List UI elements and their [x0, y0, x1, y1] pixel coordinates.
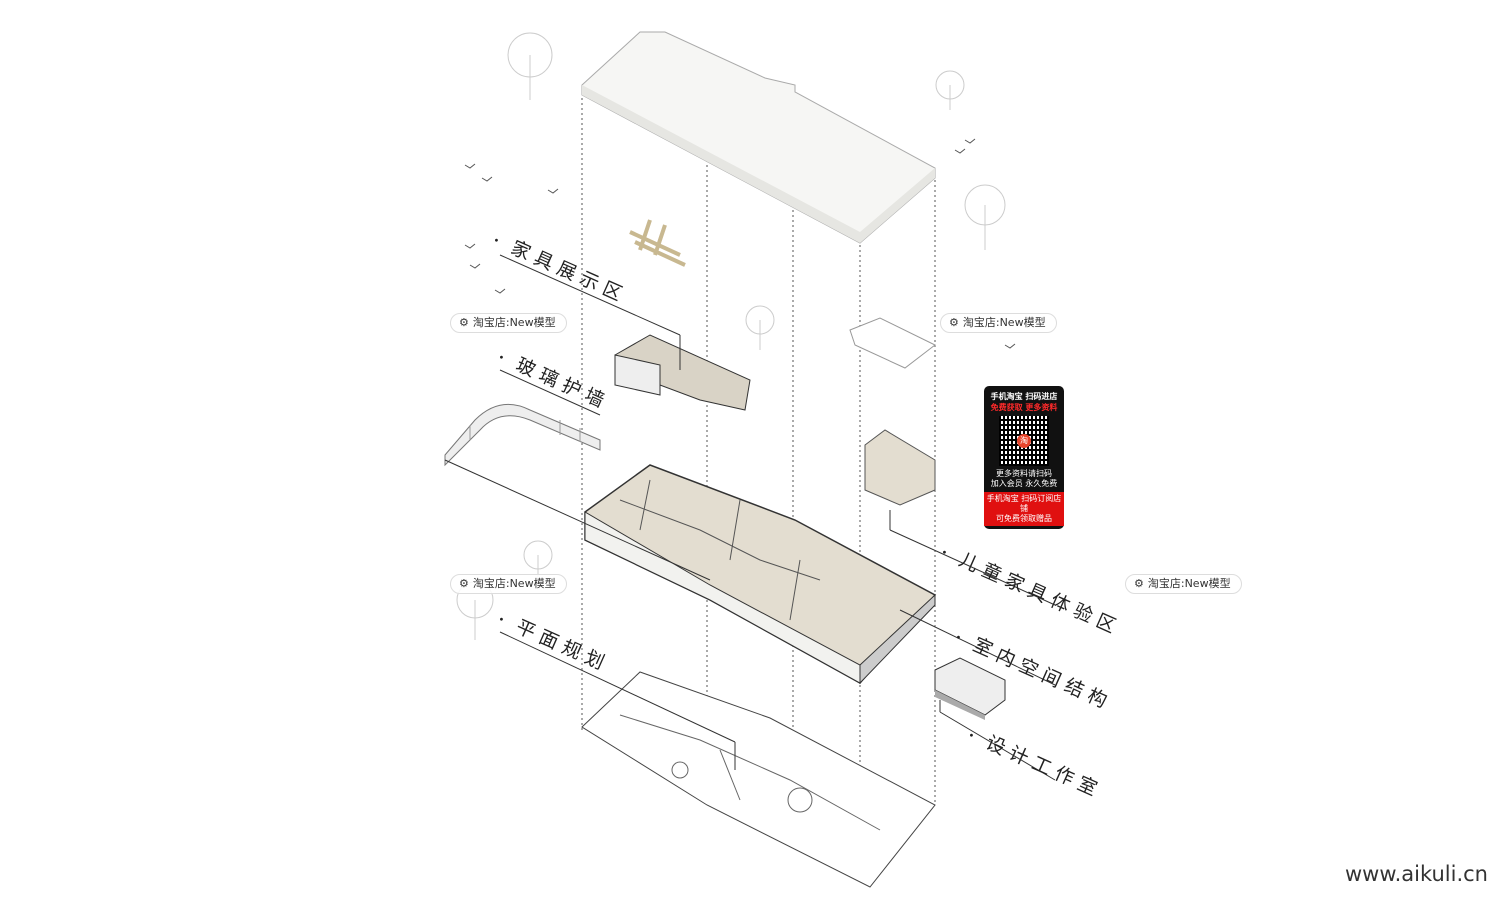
shop-tag[interactable]: ⚙淘宝店:New模型	[1125, 574, 1242, 594]
gear-icon: ⚙	[949, 316, 959, 329]
shop-tag[interactable]: ⚙淘宝店:New模型	[450, 313, 567, 333]
qr-code[interactable]: 淘	[999, 416, 1049, 466]
gear-icon: ⚙	[1134, 577, 1144, 590]
ceiling-beams	[629, 219, 686, 267]
gear-icon: ⚙	[459, 316, 469, 329]
qr-line6: 可免费领取赠品	[996, 514, 1052, 523]
qr-line4: 加入会员 永久免费	[990, 479, 1058, 488]
watermark: www.aikuli.cn	[1344, 862, 1488, 886]
gear-icon: ⚙	[459, 577, 469, 590]
furniture-display-module	[614, 334, 751, 411]
glass-wall	[444, 403, 601, 467]
bird-icons	[464, 138, 1016, 349]
roof-slab	[581, 31, 936, 244]
shop-tag[interactable]: ⚙淘宝店:New模型	[940, 313, 1057, 333]
shop-tag-text: 淘宝店:New模型	[472, 316, 556, 329]
qr-line3: 更多资料请扫码	[996, 469, 1052, 478]
shop-tag[interactable]: ⚙淘宝店:New模型	[450, 574, 567, 594]
kids-area-module	[849, 317, 936, 506]
floor-plan	[581, 671, 936, 888]
shop-tag-text: 淘宝店:New模型	[962, 316, 1046, 329]
tree-icons	[456, 32, 1006, 640]
qr-line5: 手机淘宝 扫码订阅店铺	[986, 494, 1062, 513]
qr-line2: 免费获取 更多资料	[990, 403, 1058, 412]
qr-line1: 手机淘宝 扫码进店	[990, 392, 1058, 401]
qr-center-logo: 淘	[1017, 434, 1031, 448]
design-studio-module	[934, 657, 1006, 720]
shop-tag-text: 淘宝店:New模型	[1147, 577, 1231, 590]
shop-tag-text: 淘宝店:New模型	[472, 577, 556, 590]
qr-promo-card[interactable]: 手机淘宝 扫码进店 免费获取 更多资料 淘 更多资料请扫码 加入会员 永久免费 …	[984, 386, 1064, 529]
